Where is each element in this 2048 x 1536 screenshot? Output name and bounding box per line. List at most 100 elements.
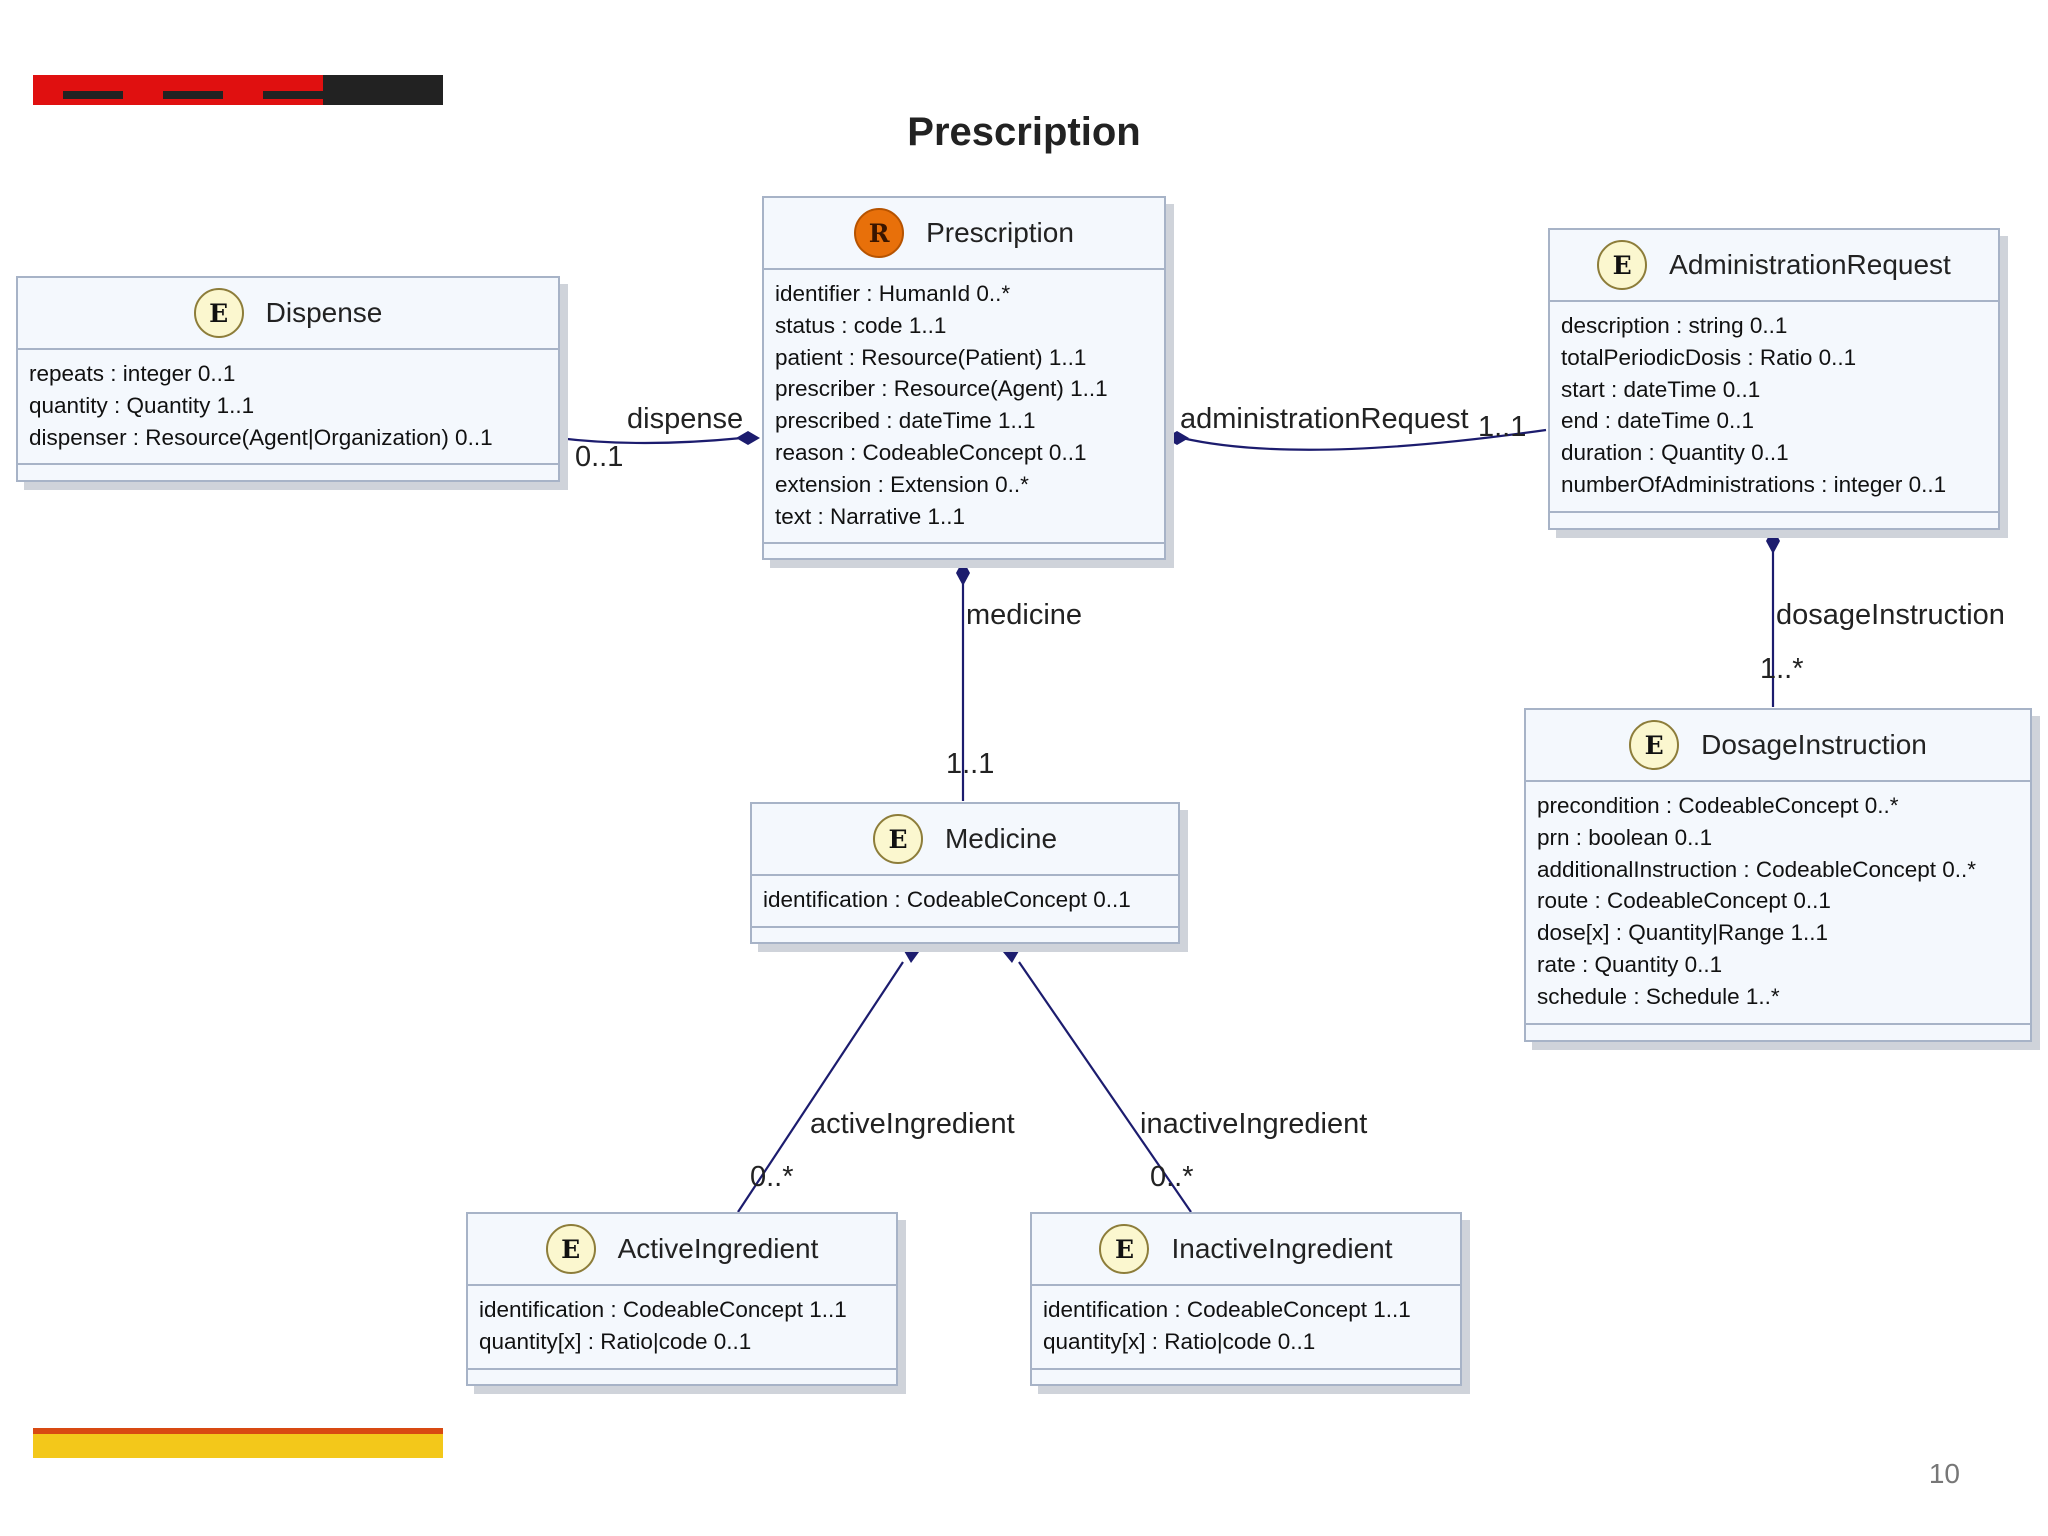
attribute-row: status : code 1..1 xyxy=(775,312,947,338)
administration-request-class[interactable]: E AdministrationRequest description : st… xyxy=(1548,228,2000,530)
attribute-row: reason : CodeableConcept 0..1 xyxy=(775,439,1087,465)
inactive-ingredient-composition-diamond xyxy=(1003,940,1019,963)
attribute-row: end : dateTime 0..1 xyxy=(1561,408,1755,434)
dosage-instruction-association-label: dosageInstruction xyxy=(1776,599,2005,631)
administration-request-operations-compartment xyxy=(1550,510,1998,526)
attribute-row: dose[x] : Quantity|Range 1..1 xyxy=(1537,920,1829,946)
administration-request-multiplicity: 1..1 xyxy=(1478,411,1526,443)
active-ingredient-association-line xyxy=(737,961,904,1213)
resource-stereotype-icon: R xyxy=(854,208,905,258)
attribute-row: start : dateTime 0..1 xyxy=(1561,376,1761,402)
attribute-row: extension : Extension 0..* xyxy=(775,471,1029,497)
entity-stereotype-icon: E xyxy=(872,814,923,864)
entity-stereotype-icon: E xyxy=(545,1224,596,1274)
inactive-ingredient-class-header: E InactiveIngredient xyxy=(1032,1214,1460,1286)
attribute-row: route : CodeableConcept 0..1 xyxy=(1537,888,1831,914)
active-ingredient-association-label: activeIngredient xyxy=(810,1108,1015,1140)
inactive-ingredient-association-label: inactiveIngredient xyxy=(1140,1108,1367,1140)
prescription-class-header: R Prescription xyxy=(764,198,1164,270)
dispense-multiplicity: 0..1 xyxy=(575,441,623,473)
prescription-class[interactable]: R Prescription identifier : HumanId 0..*… xyxy=(762,196,1166,560)
prescription-operations-compartment xyxy=(764,542,1164,557)
active-ingredient-class-header: E ActiveIngredient xyxy=(468,1214,896,1286)
dosage-instruction-class-name: DosageInstruction xyxy=(1701,729,1927,760)
attribute-row: numberOfAdministrations : integer 0..1 xyxy=(1561,471,1947,497)
dispense-composition-diamond xyxy=(736,431,760,445)
active-ingredient-composition-diamond xyxy=(904,940,919,963)
dispense-association-line xyxy=(557,436,743,445)
dispense-operations-compartment xyxy=(18,463,558,478)
administration-request-association-label: administrationRequest xyxy=(1180,403,1469,435)
inactive-ingredient-class-name: InactiveIngredient xyxy=(1171,1233,1393,1264)
medicine-class-header: E Medicine xyxy=(752,804,1178,876)
active-ingredient-multiplicity: 0..* xyxy=(750,1161,794,1193)
attribute-row: quantity : Quantity 1..1 xyxy=(29,392,255,418)
active-ingredient-class[interactable]: E ActiveIngredient identification : Code… xyxy=(466,1212,898,1386)
dosage-instruction-class[interactable]: E DosageInstruction precondition : Codea… xyxy=(1524,708,2032,1042)
dosage-instruction-attribute-list: precondition : CodeableConcept 0..* prn … xyxy=(1526,782,2030,1023)
dosage-instruction-operations-compartment xyxy=(1526,1022,2030,1038)
attribute-row: prescriber : Resource(Agent) 1..1 xyxy=(775,376,1108,402)
inactive-ingredient-operations-compartment xyxy=(1032,1367,1460,1383)
attribute-row: quantity[x] : Ratio|code 0..1 xyxy=(479,1328,752,1354)
attribute-row: repeats : integer 0..1 xyxy=(29,361,236,386)
medicine-class[interactable]: E Medicine identification : CodeableConc… xyxy=(750,802,1180,944)
attribute-row: duration : Quantity 0..1 xyxy=(1561,440,1789,466)
top-decor-bar-dash-3 xyxy=(263,91,323,99)
administration-request-class-name: AdministrationRequest xyxy=(1669,249,1951,280)
medicine-class-name: Medicine xyxy=(944,823,1058,854)
entity-stereotype-icon: E xyxy=(1629,720,1680,770)
dosage-instruction-composition-diamond xyxy=(1766,528,1780,554)
attribute-row: additionalInstruction : CodeableConcept … xyxy=(1537,856,1977,882)
attribute-row: identification : CodeableConcept 0..1 xyxy=(763,887,1131,912)
medicine-multiplicity: 1..1 xyxy=(946,748,994,780)
attribute-row: dispenser : Resource(Agent|Organization)… xyxy=(29,424,493,450)
attribute-row: identifier : HumanId 0..* xyxy=(775,281,1011,306)
administration-request-attribute-list: description : string 0..1 totalPeriodicD… xyxy=(1550,302,1998,511)
dosage-instruction-class-header: E DosageInstruction xyxy=(1526,710,2030,782)
active-ingredient-attribute-list: identification : CodeableConcept 1..1 qu… xyxy=(468,1286,896,1368)
attribute-row: rate : Quantity 0..1 xyxy=(1537,951,1723,977)
attribute-row: totalPeriodicDosis : Ratio 0..1 xyxy=(1561,344,1857,370)
attribute-row: patient : Resource(Patient) 1..1 xyxy=(775,344,1087,370)
dosage-instruction-multiplicity: 1..* xyxy=(1760,653,1804,685)
administration-request-association-line xyxy=(1181,428,1547,451)
medicine-attribute-list: identification : CodeableConcept 0..1 xyxy=(752,876,1178,926)
bottom-decor-bar xyxy=(33,1428,443,1458)
medicine-operations-compartment xyxy=(752,925,1178,941)
attribute-row: text : Narrative 1..1 xyxy=(775,503,966,529)
administration-request-class-header: E AdministrationRequest xyxy=(1550,230,1998,302)
attribute-row: description : string 0..1 xyxy=(1561,313,1788,338)
active-ingredient-class-name: ActiveIngredient xyxy=(617,1233,819,1264)
top-decor-bar-dash-1 xyxy=(63,91,123,99)
entity-stereotype-icon: E xyxy=(1597,240,1648,290)
dispense-class-header: E Dispense xyxy=(18,278,558,350)
dispense-association-label: dispense xyxy=(627,403,743,435)
medicine-association-label: medicine xyxy=(966,599,1082,631)
active-ingredient-operations-compartment xyxy=(468,1367,896,1383)
prescription-attribute-list: identifier : HumanId 0..* status : code … xyxy=(764,270,1164,542)
dispense-attribute-list: repeats : integer 0..1 quantity : Quanti… xyxy=(18,350,558,463)
inactive-ingredient-class[interactable]: E InactiveIngredient identification : Co… xyxy=(1030,1212,1462,1386)
medicine-composition-diamond xyxy=(956,560,970,586)
attribute-row: prescribed : dateTime 1..1 xyxy=(775,408,1036,434)
attribute-row: quantity[x] : Ratio|code 0..1 xyxy=(1043,1328,1316,1354)
inactive-ingredient-multiplicity: 0..* xyxy=(1150,1161,1194,1193)
dispense-class-name: Dispense xyxy=(265,297,383,328)
administration-request-composition-diamond xyxy=(1165,431,1189,445)
entity-stereotype-icon: E xyxy=(193,288,244,338)
attribute-row: identification : CodeableConcept 1..1 xyxy=(479,1297,847,1322)
prescription-class-name: Prescription xyxy=(926,217,1074,248)
top-decor-bar-red-segment xyxy=(33,75,323,105)
top-decor-bar xyxy=(33,75,443,105)
bottom-decor-bar-stripe xyxy=(33,1428,443,1434)
diagram-title: Prescription xyxy=(907,110,1141,154)
attribute-row: prn : boolean 0..1 xyxy=(1537,824,1713,850)
inactive-ingredient-association-line xyxy=(1018,961,1192,1213)
top-decor-bar-dash-2 xyxy=(163,91,223,99)
attribute-row: schedule : Schedule 1..* xyxy=(1537,983,1780,1009)
entity-stereotype-icon: E xyxy=(1099,1224,1150,1274)
inactive-ingredient-attribute-list: identification : CodeableConcept 1..1 qu… xyxy=(1032,1286,1460,1368)
dispense-class[interactable]: E Dispense repeats : integer 0..1 quanti… xyxy=(16,276,560,482)
